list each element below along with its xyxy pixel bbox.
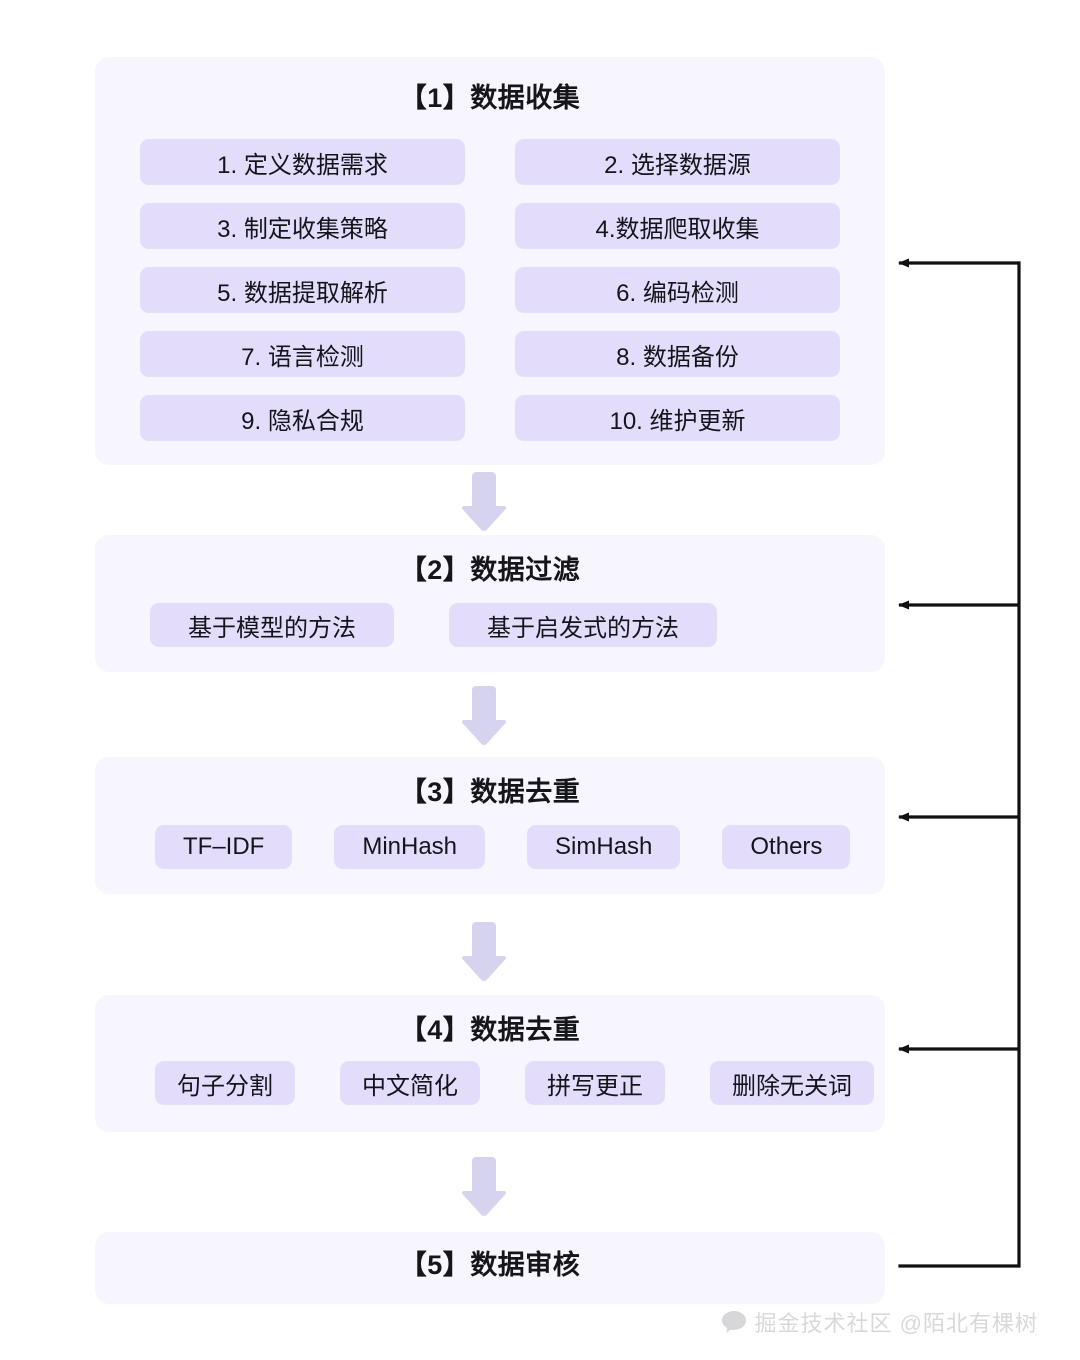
stage-4-item-row: 句子分割 中文简化 拼写更正 删除无关词: [155, 1061, 874, 1105]
stage-4-item-1[interactable]: 句子分割: [155, 1061, 295, 1105]
stage-panel-1: 【1】数据收集 1. 定义数据需求 2. 选择数据源 3. 制定收集策略 4.数…: [95, 57, 885, 465]
stage-2-item-row: 基于模型的方法 基于启发式的方法: [150, 603, 717, 647]
stage-1-item-10[interactable]: 10. 维护更新: [515, 395, 840, 441]
stage-3-item-4[interactable]: Others: [722, 825, 851, 869]
stage-panel-2: 【2】数据过滤 基于模型的方法 基于启发式的方法: [95, 535, 885, 672]
stage-title-4: 【4】数据去重: [399, 1015, 581, 1045]
stage-4-item-2[interactable]: 中文简化: [340, 1061, 480, 1105]
stage-panel-5: 【5】数据审核: [95, 1232, 885, 1304]
stage-1-item-7[interactable]: 7. 语言检测: [140, 331, 465, 377]
stage-panel-4: 【4】数据去重 句子分割 中文简化 拼写更正 删除无关词: [95, 995, 885, 1132]
stage-1-item-5[interactable]: 5. 数据提取解析: [140, 267, 465, 313]
stage-title-5: 【5】数据审核: [399, 1250, 581, 1280]
stage-panel-3: 【3】数据去重 TF–IDF MinHash SimHash Others: [95, 757, 885, 894]
stage-1-item-9[interactable]: 9. 隐私合规: [140, 395, 465, 441]
stage-3-item-2[interactable]: MinHash: [334, 825, 486, 869]
stage-title-2: 【2】数据过滤: [399, 555, 581, 585]
arrow-stage4-to-stage5: [458, 1155, 510, 1219]
stage-1-item-8[interactable]: 8. 数据备份: [515, 331, 840, 377]
stage-title-1: 【1】数据收集: [399, 83, 581, 113]
stage-2-item-2[interactable]: 基于启发式的方法: [449, 603, 717, 647]
stage-title-3: 【3】数据去重: [399, 777, 581, 807]
stage-3-item-row: TF–IDF MinHash SimHash Others: [155, 825, 851, 869]
stage-2-item-1[interactable]: 基于模型的方法: [150, 603, 394, 647]
stage-1-item-2[interactable]: 2. 选择数据源: [515, 139, 840, 185]
stage-4-item-4[interactable]: 删除无关词: [710, 1061, 874, 1105]
arrow-stage2-to-stage3: [458, 684, 510, 748]
feedback-spine: [898, 261, 1021, 1268]
stage-1-item-1[interactable]: 1. 定义数据需求: [140, 139, 465, 185]
stage-1-item-6[interactable]: 6. 编码检测: [515, 267, 840, 313]
arrow-stage1-to-stage2: [458, 470, 510, 534]
watermark-text: 掘金技术社区 @陌北有棵树: [754, 1311, 1038, 1336]
stage-1-item-grid: 1. 定义数据需求 2. 选择数据源 3. 制定收集策略 4.数据爬取收集 5.…: [140, 139, 840, 441]
speech-bubble-icon: [721, 1311, 746, 1333]
watermark: 掘金技术社区 @陌北有棵树: [721, 1306, 1038, 1338]
stage-1-item-4[interactable]: 4.数据爬取收集: [515, 203, 840, 249]
stage-4-item-3[interactable]: 拼写更正: [525, 1061, 665, 1105]
stage-3-item-1[interactable]: TF–IDF: [155, 825, 293, 869]
stage-3-item-3[interactable]: SimHash: [527, 825, 681, 869]
arrow-stage3-to-stage4: [458, 920, 510, 984]
stage-1-item-3[interactable]: 3. 制定收集策略: [140, 203, 465, 249]
